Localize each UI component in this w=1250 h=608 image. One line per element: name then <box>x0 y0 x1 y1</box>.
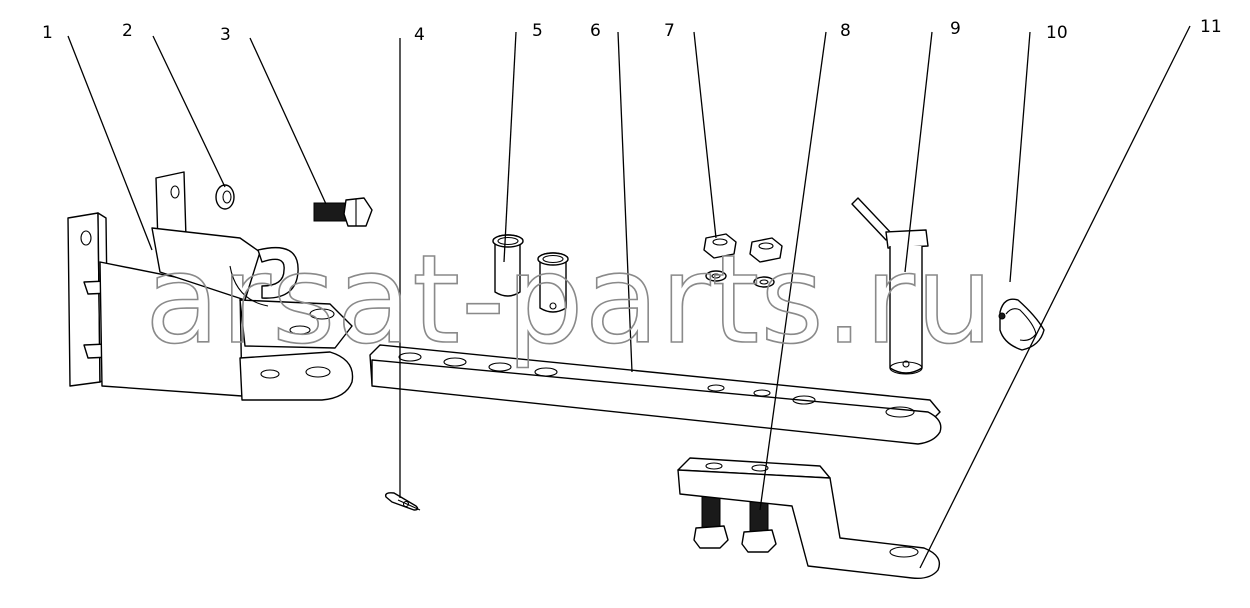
part-8-bolts <box>693 493 777 553</box>
callout-labels: 1 2 3 4 5 6 7 8 9 10 11 <box>42 17 1222 45</box>
watermark-text: arsat-parts.ru <box>145 229 994 371</box>
callout-7: 7 <box>664 21 675 41</box>
part-5-pins <box>492 234 569 313</box>
callout-10: 10 <box>1046 23 1068 43</box>
callout-8: 8 <box>840 21 851 41</box>
part-3-bolt <box>313 197 373 227</box>
leader-lines <box>67 25 1191 569</box>
part-10-spring-clip <box>998 298 1045 351</box>
part-6-drawbar <box>369 344 942 445</box>
callout-1: 1 <box>42 23 53 43</box>
callout-4: 4 <box>414 25 425 45</box>
part-2-washer <box>215 184 235 210</box>
callout-6: 6 <box>590 21 601 41</box>
callout-11: 11 <box>1200 17 1222 37</box>
part-9-handle-pin <box>851 197 929 375</box>
part-11-offset-drawbar <box>677 457 941 580</box>
callout-5: 5 <box>532 21 543 41</box>
part-4-cotter-pin <box>384 492 421 511</box>
callout-3: 3 <box>220 25 231 45</box>
callout-2: 2 <box>122 21 133 41</box>
part-7-nuts <box>703 233 783 288</box>
part-1-hitch-bracket <box>67 171 354 401</box>
callout-9: 9 <box>950 19 961 39</box>
